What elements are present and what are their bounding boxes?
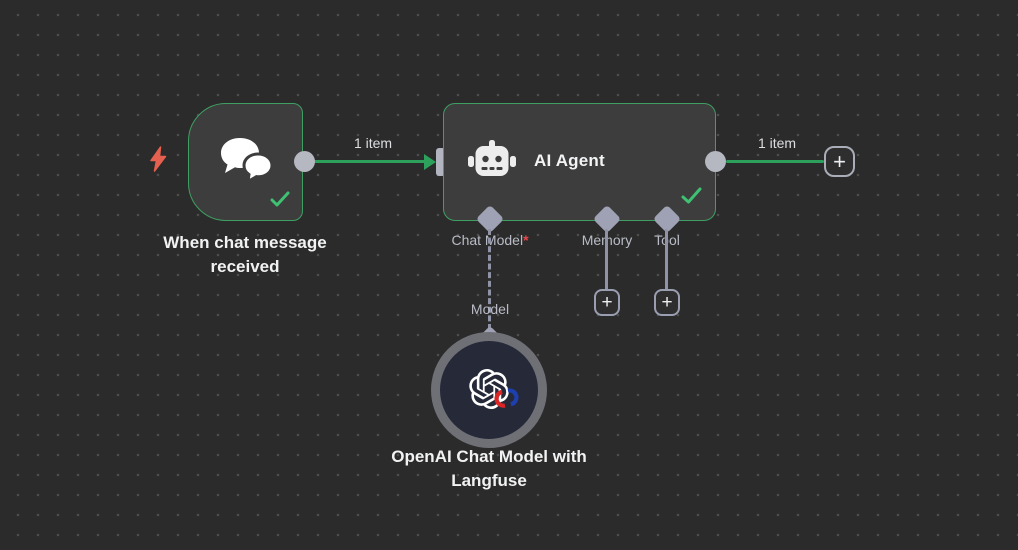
trigger-output-connector[interactable]: [294, 151, 315, 172]
langfuse-badge-icon: [490, 384, 523, 416]
node-ai-agent[interactable]: AI Agent: [443, 103, 716, 221]
chat-model-port-label: Chat Model*: [425, 232, 555, 248]
agent-output-connector[interactable]: [705, 151, 726, 172]
chat-bubbles-icon: [215, 132, 279, 195]
add-tool-button[interactable]: +: [654, 289, 680, 316]
connection-items-count: 1 item: [757, 135, 797, 151]
check-icon: [270, 191, 290, 212]
trigger-node-label: When chat message received: [163, 233, 327, 276]
agent-input-connector[interactable]: [436, 148, 445, 176]
memory-port-stub-line: [605, 229, 608, 290]
node-when-chat-message-received[interactable]: [188, 103, 303, 221]
required-asterisk: *: [523, 232, 529, 248]
connection-agent-to-next[interactable]: [726, 160, 824, 163]
connection-items-count: 1 item: [353, 135, 393, 151]
chat-model-port-text: Chat Model: [451, 232, 524, 248]
tool-port-stub-line: [665, 229, 668, 290]
add-next-node-button[interactable]: +: [824, 146, 855, 177]
lightning-bolt-icon: [147, 146, 169, 177]
check-icon: [681, 187, 702, 209]
robot-icon: [467, 139, 517, 188]
agent-node-title: AI Agent: [534, 151, 605, 170]
openai-logo-icon: [469, 369, 509, 414]
node-openai-chat-model[interactable]: [431, 332, 547, 448]
add-memory-button[interactable]: +: [594, 289, 620, 316]
connection-chat-model-to-model[interactable]: [488, 229, 491, 330]
model-port-label: Model: [470, 301, 510, 317]
model-node-label: OpenAI Chat Model with Langfuse: [391, 447, 587, 490]
connection-trigger-to-agent[interactable]: [314, 160, 426, 163]
connection-arrow-icon: [424, 154, 436, 170]
